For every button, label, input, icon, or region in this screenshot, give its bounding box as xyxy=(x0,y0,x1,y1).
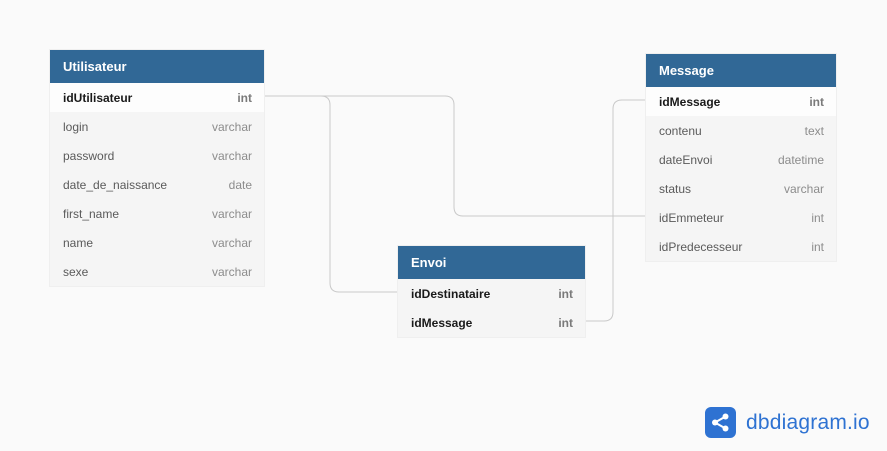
field-row[interactable]: status varchar xyxy=(646,174,836,203)
field-name: idPredecesseur xyxy=(659,239,743,254)
field-type: varchar xyxy=(211,119,252,134)
field-type: text xyxy=(804,123,824,138)
field-type: int xyxy=(811,210,824,225)
field-name: login xyxy=(63,119,89,134)
field-type: varchar xyxy=(211,206,252,221)
field-row[interactable]: contenu text xyxy=(646,116,836,145)
field-name: dateEnvoi xyxy=(659,152,713,167)
field-row[interactable]: dateEnvoi datetime xyxy=(646,145,836,174)
relation-utilisateur-message xyxy=(264,95,646,217)
field-row[interactable]: first_name varchar xyxy=(50,199,264,228)
table-header[interactable]: Message xyxy=(646,54,836,87)
table-message[interactable]: Message idMessage int contenu text dateE… xyxy=(646,54,836,261)
brand-name: dbdiagram.io xyxy=(746,410,870,434)
field-type: datetime xyxy=(777,152,824,167)
field-name: idMessage xyxy=(659,94,721,109)
field-name: contenu xyxy=(659,123,702,138)
relation-envoi-message xyxy=(585,99,646,322)
field-row[interactable]: idDestinataire int xyxy=(398,279,585,308)
field-name: sexe xyxy=(63,264,89,279)
relation-utilisateur-envoi xyxy=(264,95,398,293)
table-header[interactable]: Utilisateur xyxy=(50,50,264,83)
field-row[interactable]: login varchar xyxy=(50,112,264,141)
field-type: varchar xyxy=(211,264,252,279)
field-row[interactable]: name varchar xyxy=(50,228,264,257)
field-name: first_name xyxy=(63,206,120,221)
field-type: int xyxy=(237,90,252,105)
field-row[interactable]: password varchar xyxy=(50,141,264,170)
field-name: name xyxy=(63,235,94,250)
brand-logo-link[interactable]: dbdiagram.io xyxy=(705,407,870,438)
field-name: idEmmeteur xyxy=(659,210,724,225)
field-type: int xyxy=(558,286,573,301)
field-row[interactable]: date_de_naissance date xyxy=(50,170,264,199)
field-type: varchar xyxy=(783,181,824,196)
field-row[interactable]: idUtilisateur int xyxy=(50,83,264,112)
field-type: date xyxy=(228,177,252,192)
table-utilisateur[interactable]: Utilisateur idUtilisateur int login varc… xyxy=(50,50,264,286)
field-type: int xyxy=(811,239,824,254)
field-row[interactable]: idEmmeteur int xyxy=(646,203,836,232)
field-name: idMessage xyxy=(411,315,473,330)
field-type: varchar xyxy=(211,235,252,250)
field-name: password xyxy=(63,148,115,163)
field-row[interactable]: idPredecesseur int xyxy=(646,232,836,261)
table-envoi[interactable]: Envoi idDestinataire int idMessage int xyxy=(398,246,585,337)
field-name: date_de_naissance xyxy=(63,177,168,192)
field-row[interactable]: idMessage int xyxy=(646,87,836,116)
field-type: int xyxy=(809,94,824,109)
field-name: idUtilisateur xyxy=(63,90,133,105)
table-header[interactable]: Envoi xyxy=(398,246,585,279)
share-icon xyxy=(705,407,736,438)
field-name: status xyxy=(659,181,692,196)
field-type: varchar xyxy=(211,148,252,163)
field-row[interactable]: sexe varchar xyxy=(50,257,264,286)
field-row[interactable]: idMessage int xyxy=(398,308,585,337)
field-type: int xyxy=(558,315,573,330)
field-name: idDestinataire xyxy=(411,286,491,301)
